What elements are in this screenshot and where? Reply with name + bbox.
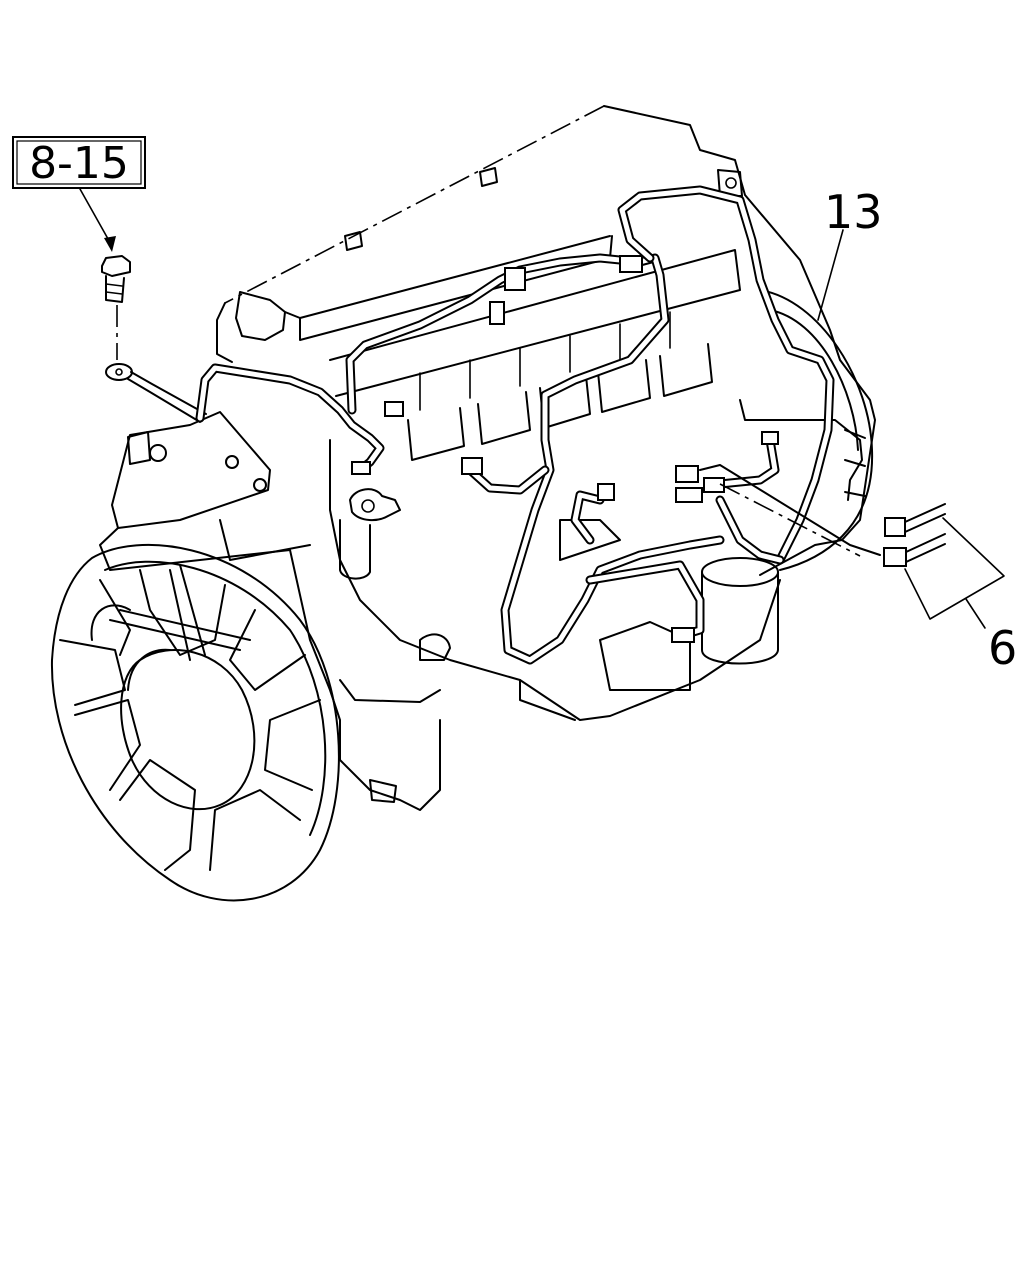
bolt-icon [101, 255, 131, 303]
harness-callout-label[interactable]: 13 [824, 185, 883, 239]
cooling-fan [50, 543, 340, 902]
reference-box-label: 8-15 [29, 138, 129, 189]
clips-callout-label[interactable]: 6 [988, 621, 1017, 675]
ground-strap [105, 363, 207, 423]
reference-leader-arrow [104, 236, 116, 252]
reference-leader-line [79, 188, 113, 247]
engine-block [99, 105, 876, 811]
clips-leader-tail [965, 598, 986, 629]
reference-box[interactable]: 8-15 [12, 136, 146, 189]
harness-connectors [351, 255, 779, 643]
harness-clips[interactable] [699, 464, 946, 567]
clips-leader-line [904, 517, 1005, 620]
wiring-harness[interactable] [195, 185, 835, 665]
harness-leader-line [817, 229, 844, 321]
